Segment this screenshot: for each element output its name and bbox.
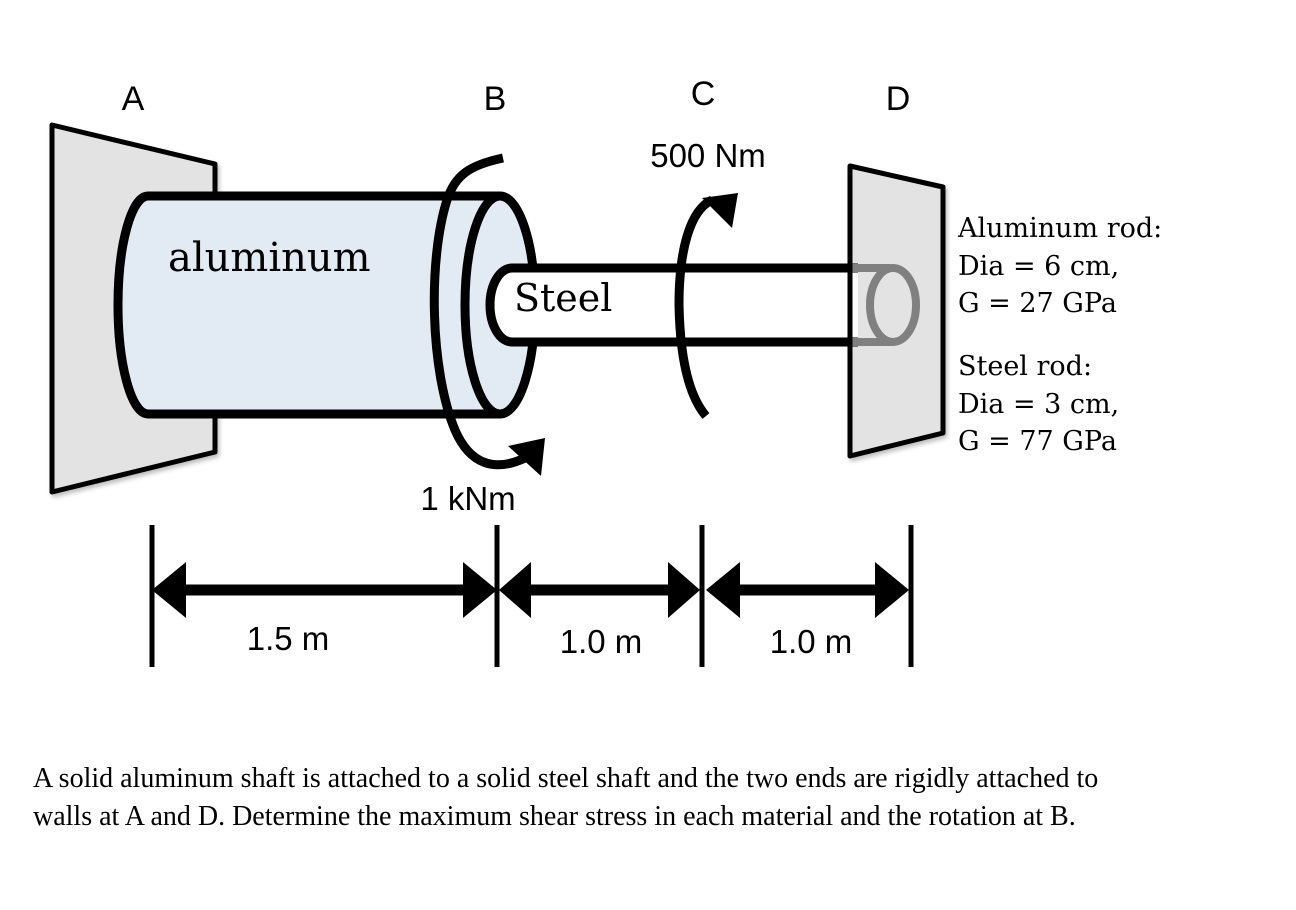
point-label-b: B [484,80,507,118]
point-label-c: C [691,75,716,113]
dim-arrow-cd [706,562,909,618]
aluminum-label: aluminum [168,235,371,281]
point-label-a: A [122,80,145,118]
steel-end-at-wall-d [852,264,920,346]
problem-statement: A solid aluminum shaft is attached to a … [33,760,1283,836]
dim-label-bc: 1.0 m [560,623,643,660]
dim-arrow-ab [152,562,497,618]
problem-line-1: A solid aluminum shaft is attached to a … [33,763,1099,794]
aluminum-props-dia: Dia = 6 cm, [958,251,1119,282]
material-properties: Aluminum rod: Dia = 6 cm, G = 27 GPa Ste… [957,213,1162,457]
torque-arrow-b [429,153,545,476]
aluminum-shaft [113,191,540,419]
torque-label-c: 500 Nm [650,137,766,174]
steel-label: Steel [514,276,612,320]
steel-props-g: G = 77 GPa [958,426,1117,457]
wall-d [847,163,946,459]
steel-props-title: Steel rod: [958,351,1092,382]
aluminum-props-g: G = 27 GPa [958,288,1117,319]
aluminum-props-title: Aluminum rod: [957,213,1162,244]
steel-props-dia: Dia = 3 cm, [958,389,1119,420]
dim-label-cd: 1.0 m [770,623,853,660]
torque-label-b: 1 kNm [420,480,515,517]
problem-line-2: walls at A and D. Determine the maximum … [33,801,1076,832]
dimension-lines: 1.5 m 1.0 m 1.0 m [149,525,914,667]
dim-label-ab: 1.5 m [247,620,330,657]
torque-arrow-c [674,193,738,419]
point-label-d: D [886,80,911,118]
dim-arrow-bc [499,562,700,618]
